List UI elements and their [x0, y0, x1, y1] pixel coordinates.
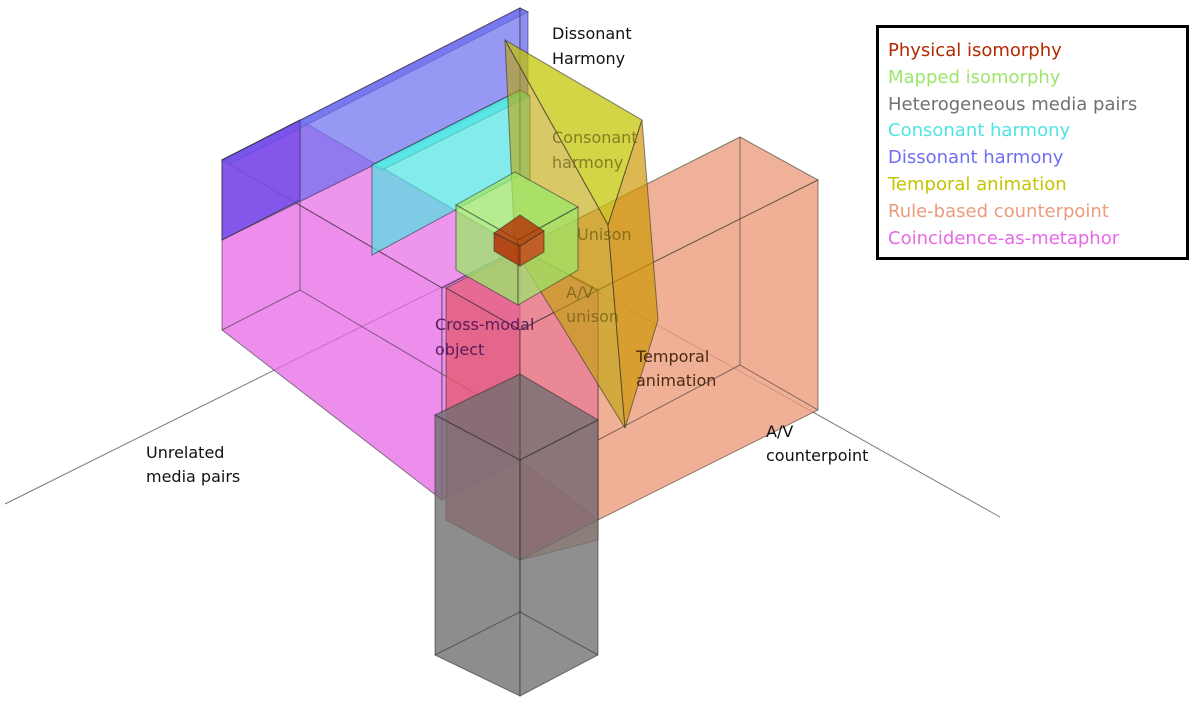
- physical-right-face: [519, 230, 545, 267]
- label-dissonant-harmony: Dissonant Harmony: [552, 24, 637, 68]
- heterogeneous-left-face: [434, 414, 521, 697]
- legend-item-dissonant-harmony: Dissonant harmony: [888, 147, 1064, 169]
- temporal-right-face: [607, 119, 659, 429]
- label-av-counterpoint-line-1: A/V: [766, 422, 793, 441]
- legend-item-coincidence-as-metaphor: Coincidence-as-metaphor: [888, 227, 1120, 249]
- counterpoint-hidden-edge-2: [597, 364, 741, 441]
- label-dissonant-harmony-line-2: Harmony: [552, 49, 625, 68]
- coincidence-hidden-edge-2: [221, 289, 301, 331]
- legend: Physical isomorphy Mapped isomorphy Hete…: [876, 25, 1189, 260]
- label-consonant-harmony-line-2: harmony: [552, 153, 623, 172]
- label-av-unison-line-2: unison: [566, 307, 619, 326]
- heterogeneous-right-face: [519, 419, 599, 697]
- legend-item-heterogeneous-media-pairs: Heterogeneous media pairs: [888, 93, 1138, 115]
- label-dissonant-harmony-line-1: Dissonant: [552, 24, 632, 43]
- physical-isomorphy-cube: [493, 214, 545, 267]
- label-cross-modal-object: Cross-modal object: [435, 315, 540, 359]
- label-unrelated-media-pairs-line-2: media pairs: [146, 467, 240, 486]
- label-temporal-animation: Temporal animation: [635, 347, 716, 390]
- label-temporal-animation-line-2: animation: [636, 371, 716, 390]
- label-av-unison: A/V unison: [566, 283, 619, 326]
- heterogeneous-media-pairs-box: [433, 373, 600, 697]
- dissonant-inner-face: [221, 119, 301, 241]
- label-cross-modal-object-line-1: Cross-modal: [435, 315, 534, 334]
- legend-item-consonant-harmony: Consonant harmony: [888, 120, 1071, 142]
- label-av-unison-line-1: A/V: [566, 283, 593, 302]
- label-av-counterpoint: A/V counterpoint: [766, 422, 868, 465]
- legend-item-rule-based-counterpoint: Rule-based counterpoint: [888, 200, 1109, 222]
- dissonant-harmony-slab: [220, 7, 530, 241]
- label-unrelated-media-pairs-line-1: Unrelated: [146, 443, 224, 462]
- label-unrelated-media-pairs: Unrelated media pairs: [146, 443, 240, 486]
- legend-item-temporal-animation: Temporal animation: [888, 173, 1067, 195]
- mapped-right-face: [517, 206, 579, 306]
- label-av-counterpoint-line-2: counterpoint: [766, 446, 868, 465]
- label-consonant-harmony: Consonant harmony: [552, 128, 643, 172]
- label-unison: Unison: [577, 225, 632, 244]
- mapped-isomorphy-cube: [454, 171, 580, 306]
- legend-item-physical-isomorphy: Physical isomorphy: [888, 40, 1062, 61]
- legend-item-mapped-isomorphy: Mapped isomorphy: [888, 66, 1061, 88]
- label-consonant-harmony-line-1: Consonant: [552, 128, 638, 147]
- label-temporal-animation-line-1: Temporal: [635, 347, 709, 366]
- label-cross-modal-object-line-2: object: [435, 340, 484, 359]
